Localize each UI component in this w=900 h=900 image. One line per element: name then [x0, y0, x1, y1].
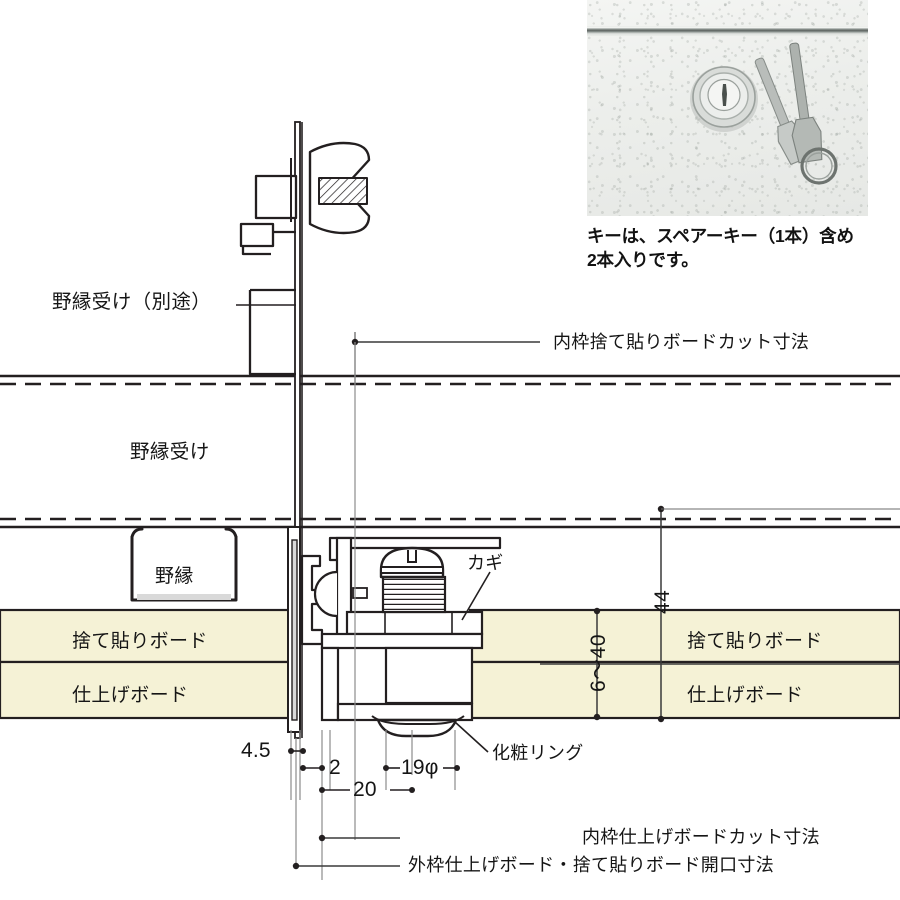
- label-kagi: カギ: [467, 553, 504, 573]
- photo-lock-cylinder: [690, 66, 758, 132]
- noburi-channel-section: [130, 527, 238, 602]
- dim-value-4-5: 4.5: [241, 739, 271, 762]
- label-noburi-uke: 野縁受け: [130, 441, 210, 463]
- photo-ceiling-rail: [587, 26, 868, 36]
- photo-caption: キーは、スペアーキー（1本）含め 2本入りです。: [587, 224, 887, 272]
- dim-value-19phi: 19φ: [401, 756, 439, 779]
- dim-value-44: 44: [651, 589, 674, 614]
- dim-20: [319, 787, 415, 793]
- photo-objects: [690, 42, 838, 185]
- photo-keys: [754, 42, 838, 185]
- ceiling-reference-lines: [0, 374, 900, 529]
- dim-19phi: [383, 765, 460, 771]
- photo-caption-line-1: キーは、スペアーキー（1本）含め: [587, 226, 854, 246]
- dim-value-6-40: 6〜40: [587, 633, 610, 692]
- label-sutebari-board-left: 捨て貼りボード: [72, 631, 208, 652]
- lock-photo: [587, 0, 868, 216]
- label-noburi: 野縁: [155, 566, 194, 587]
- dim-44: [657, 505, 900, 723]
- dim-sotowaku-kaiko: [292, 862, 400, 870]
- dim-6-40: [540, 607, 900, 721]
- bottom-dimension-extension-lines: [290, 342, 456, 880]
- label-sotowaku-kaiko: 外枠仕上げボード・捨て貼りボード開口寸法: [408, 855, 774, 875]
- noburi-uke-bracket: [248, 288, 296, 376]
- leader-lines: [236, 304, 491, 753]
- dim-value-2: 2: [329, 756, 341, 779]
- dim-value-20: 20: [353, 778, 377, 801]
- access-hatch-frame-assembly: [287, 526, 502, 738]
- label-kesho-ring: 化粧リング: [492, 743, 584, 763]
- photo-caption-line-2: 2本入りです。: [587, 250, 699, 271]
- label-shiage-board-right: 仕上げボード: [687, 685, 804, 706]
- hanger-clip-assembly: [239, 141, 371, 256]
- label-shiage-board-left: 仕上げボード: [72, 685, 189, 706]
- label-sutebari-board-right: 捨て貼りボード: [687, 631, 823, 652]
- board-layers-right: [468, 608, 900, 720]
- dim-uchiwaku-shiage-cut: [318, 834, 400, 842]
- label-uchiwaku-sutebari-cut: 内枠捨て貼りボードカット寸法: [553, 332, 810, 352]
- dim-2: [300, 765, 325, 771]
- label-uchiwaku-shiage-cut: 内枠仕上げボードカット寸法: [582, 827, 820, 847]
- label-noburi-uke-betsu: 野縁受け（別途）: [52, 291, 212, 313]
- dim-4-5: [288, 748, 306, 754]
